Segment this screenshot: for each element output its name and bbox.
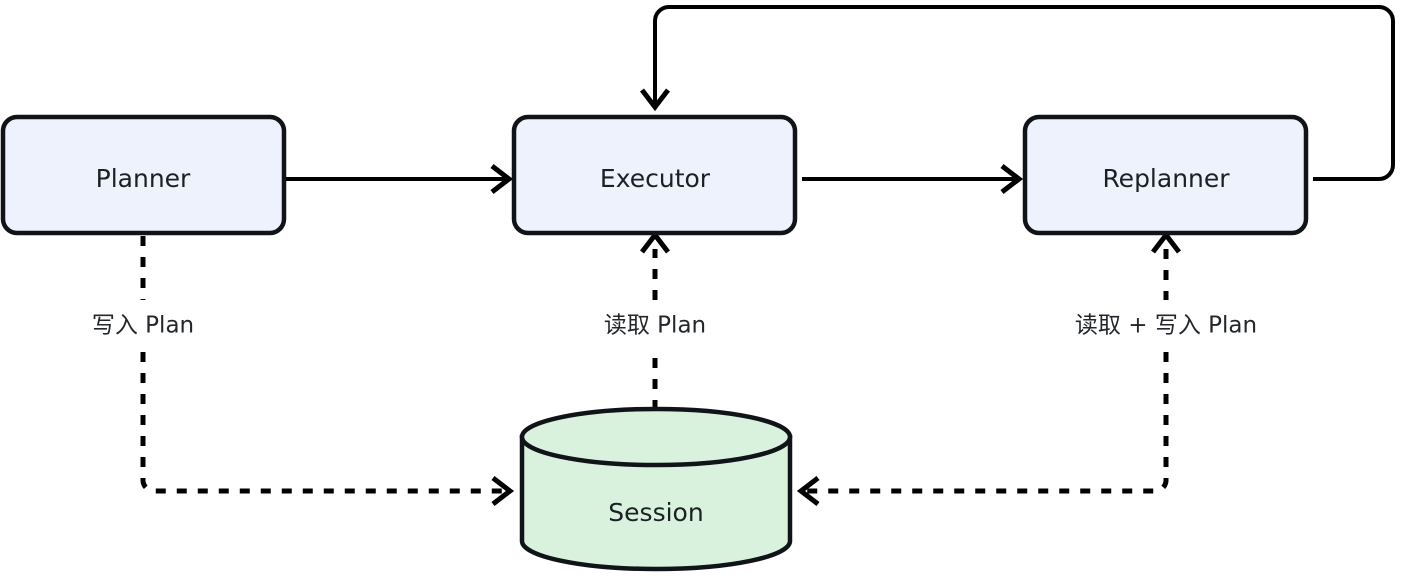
edge-executor-to-replanner <box>802 164 1024 194</box>
edge-label-read-write-plan: 读取 + 写入 Plan <box>1075 313 1257 339</box>
arrow-head-icon <box>490 164 514 194</box>
edge-session-to-replanner <box>796 230 1181 506</box>
arrow-head-icon <box>491 476 515 506</box>
node-session-body[interactable] <box>519 434 793 572</box>
node-executor-shape[interactable] <box>511 114 798 236</box>
edge-label-read-plan: 读取 Plan <box>604 313 706 339</box>
node-replanner-label: Replanner <box>1102 164 1230 193</box>
node-planner[interactable]: Planner <box>0 114 287 236</box>
node-session[interactable]: Session <box>519 406 793 572</box>
node-session-top[interactable] <box>519 406 793 468</box>
edge-line-lower <box>802 352 1169 494</box>
edge-planner-to-executor <box>286 164 514 194</box>
node-replanner[interactable]: Replanner <box>1022 114 1309 236</box>
edge-replanner-to-executor-feedback <box>640 5 1395 181</box>
edge-line-lower <box>140 352 509 494</box>
edge-label-write-plan: 写入 Plan <box>92 313 194 339</box>
node-executor-label: Executor <box>600 164 711 193</box>
arrow-head-icon <box>640 88 670 112</box>
node-planner-shape[interactable] <box>0 114 287 236</box>
node-executor[interactable]: Executor <box>511 114 798 236</box>
arrow-head-icon <box>796 476 820 506</box>
arrow-head-icon <box>1000 164 1024 194</box>
node-replanner-shape[interactable] <box>1022 114 1309 236</box>
node-session-label: Session <box>608 498 703 527</box>
edge-planner-to-session <box>140 236 515 506</box>
edge-line <box>653 5 1395 181</box>
node-planner-label: Planner <box>96 164 191 193</box>
